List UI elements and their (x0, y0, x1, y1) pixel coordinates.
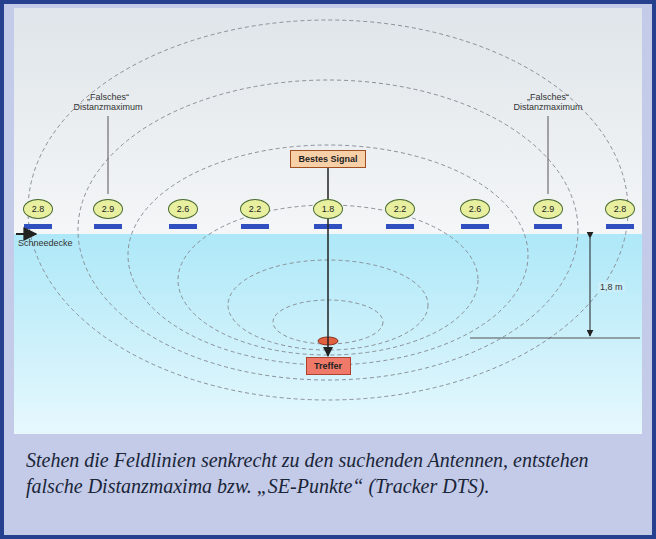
reading-number: 2.9 (102, 204, 115, 214)
distance-reading: 1.8 (313, 199, 343, 219)
depth-reference (470, 338, 640, 339)
reading-number: 2.8 (32, 204, 45, 214)
distance-reading: 2.2 (385, 199, 415, 219)
leader-line (108, 116, 109, 194)
direction-arrow (16, 233, 36, 235)
distance-reading: 2.6 (168, 199, 198, 219)
figure-caption: Stehen die Feldlinien senkrecht zu den s… (26, 447, 626, 499)
false-maximum-note: „Falsches“ Distanzmaximum (63, 92, 153, 113)
distance-reading: 2.6 (460, 199, 490, 219)
distance-reading: 2.8 (23, 199, 53, 219)
dimension-label: 1,8 m (598, 282, 625, 292)
reading-number: 2.2 (249, 204, 262, 214)
reading-number: 1.8 (322, 204, 335, 214)
air (14, 8, 642, 234)
reading-number: 2.6 (469, 204, 482, 214)
distance-reading: 2.8 (605, 199, 635, 219)
distance-reading: 2.9 (533, 199, 563, 219)
layer-label: Schneedecke (18, 238, 73, 248)
box-label: Treffer (314, 361, 342, 371)
antennas (24, 224, 634, 229)
reading-number: 2.8 (614, 204, 627, 214)
reading-number: 2.6 (177, 204, 190, 214)
reading-number: 2.2 (394, 204, 407, 214)
field-lines (28, 20, 628, 400)
signal-arrow (327, 168, 329, 356)
distance-reading: 2.9 (93, 199, 123, 219)
box-label: Bestes Signal (298, 154, 357, 164)
hit-box: Treffer (306, 357, 351, 375)
signal-box: Bestes Signal (290, 150, 366, 168)
reading-number: 2.9 (542, 204, 555, 214)
leader-line (548, 116, 549, 194)
distance-reading: 2.2 (240, 199, 270, 219)
depth-dimension (590, 238, 591, 336)
false-maximum-note: „Falsches“ Distanzmaximum (503, 92, 593, 113)
